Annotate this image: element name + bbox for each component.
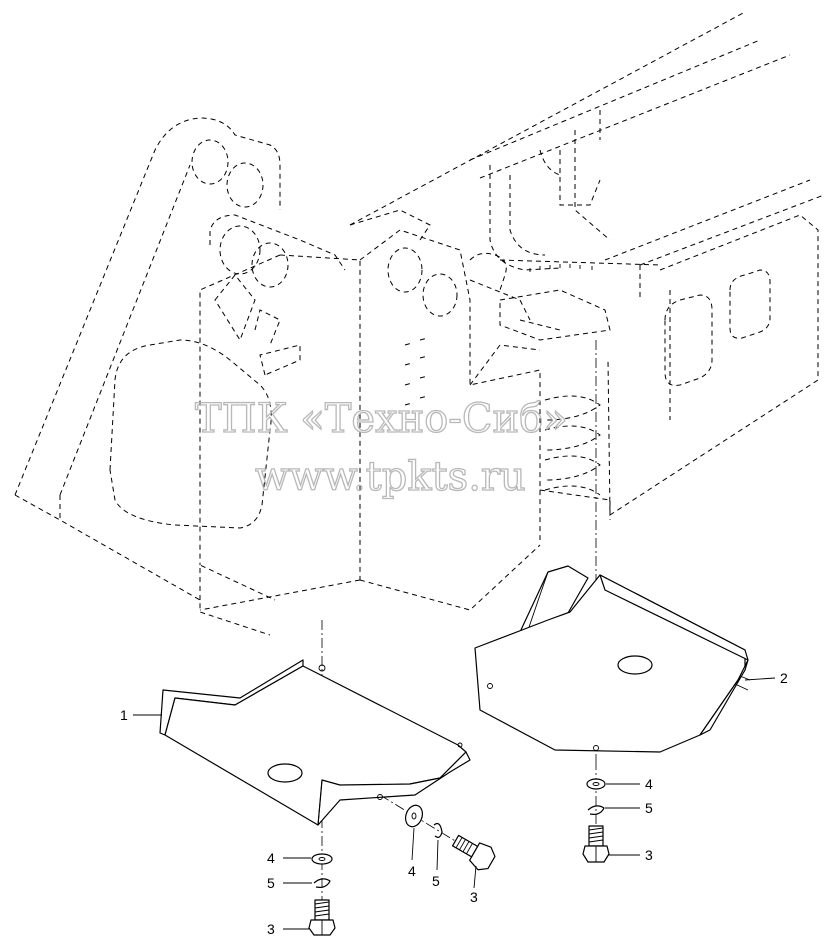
callout-5-right: 5: [645, 800, 653, 816]
callout-4-right: 4: [645, 776, 653, 792]
cover-plate-left: [159, 659, 471, 826]
bolt-icon: [308, 899, 336, 936]
washer-icon: [586, 778, 606, 790]
washer-icon: [311, 853, 333, 865]
washer-icon: [404, 804, 424, 828]
callouts: 1 2 3 3 3 4 4 4 5 5 5: [120, 670, 788, 937]
callout-5-left: 5: [267, 875, 275, 891]
bolt-icon: [582, 825, 610, 863]
cover-plate-right: [474, 565, 751, 753]
callout-1: 1: [120, 707, 128, 723]
callout-3-right: 3: [645, 847, 653, 863]
callout-4-left: 4: [267, 850, 275, 866]
lock-washer-icon: [313, 878, 331, 888]
callout-3-middle: 3: [470, 889, 478, 905]
bolt-icon: [451, 834, 496, 871]
hardware: [308, 778, 610, 936]
lock-washer-icon: [587, 805, 605, 815]
callout-5-middle: 5: [432, 873, 440, 889]
frame-outline: [14, 11, 824, 636]
callout-3-left: 3: [267, 921, 275, 937]
watermark-line1: ТПК «Техно-Сиб»: [195, 396, 568, 442]
leader-lines: [133, 677, 776, 930]
callout-4-middle: 4: [408, 863, 416, 879]
callout-2: 2: [780, 670, 788, 686]
lock-washer-icon: [433, 822, 443, 838]
watermark-line2: www.tpkts.ru: [255, 454, 526, 500]
